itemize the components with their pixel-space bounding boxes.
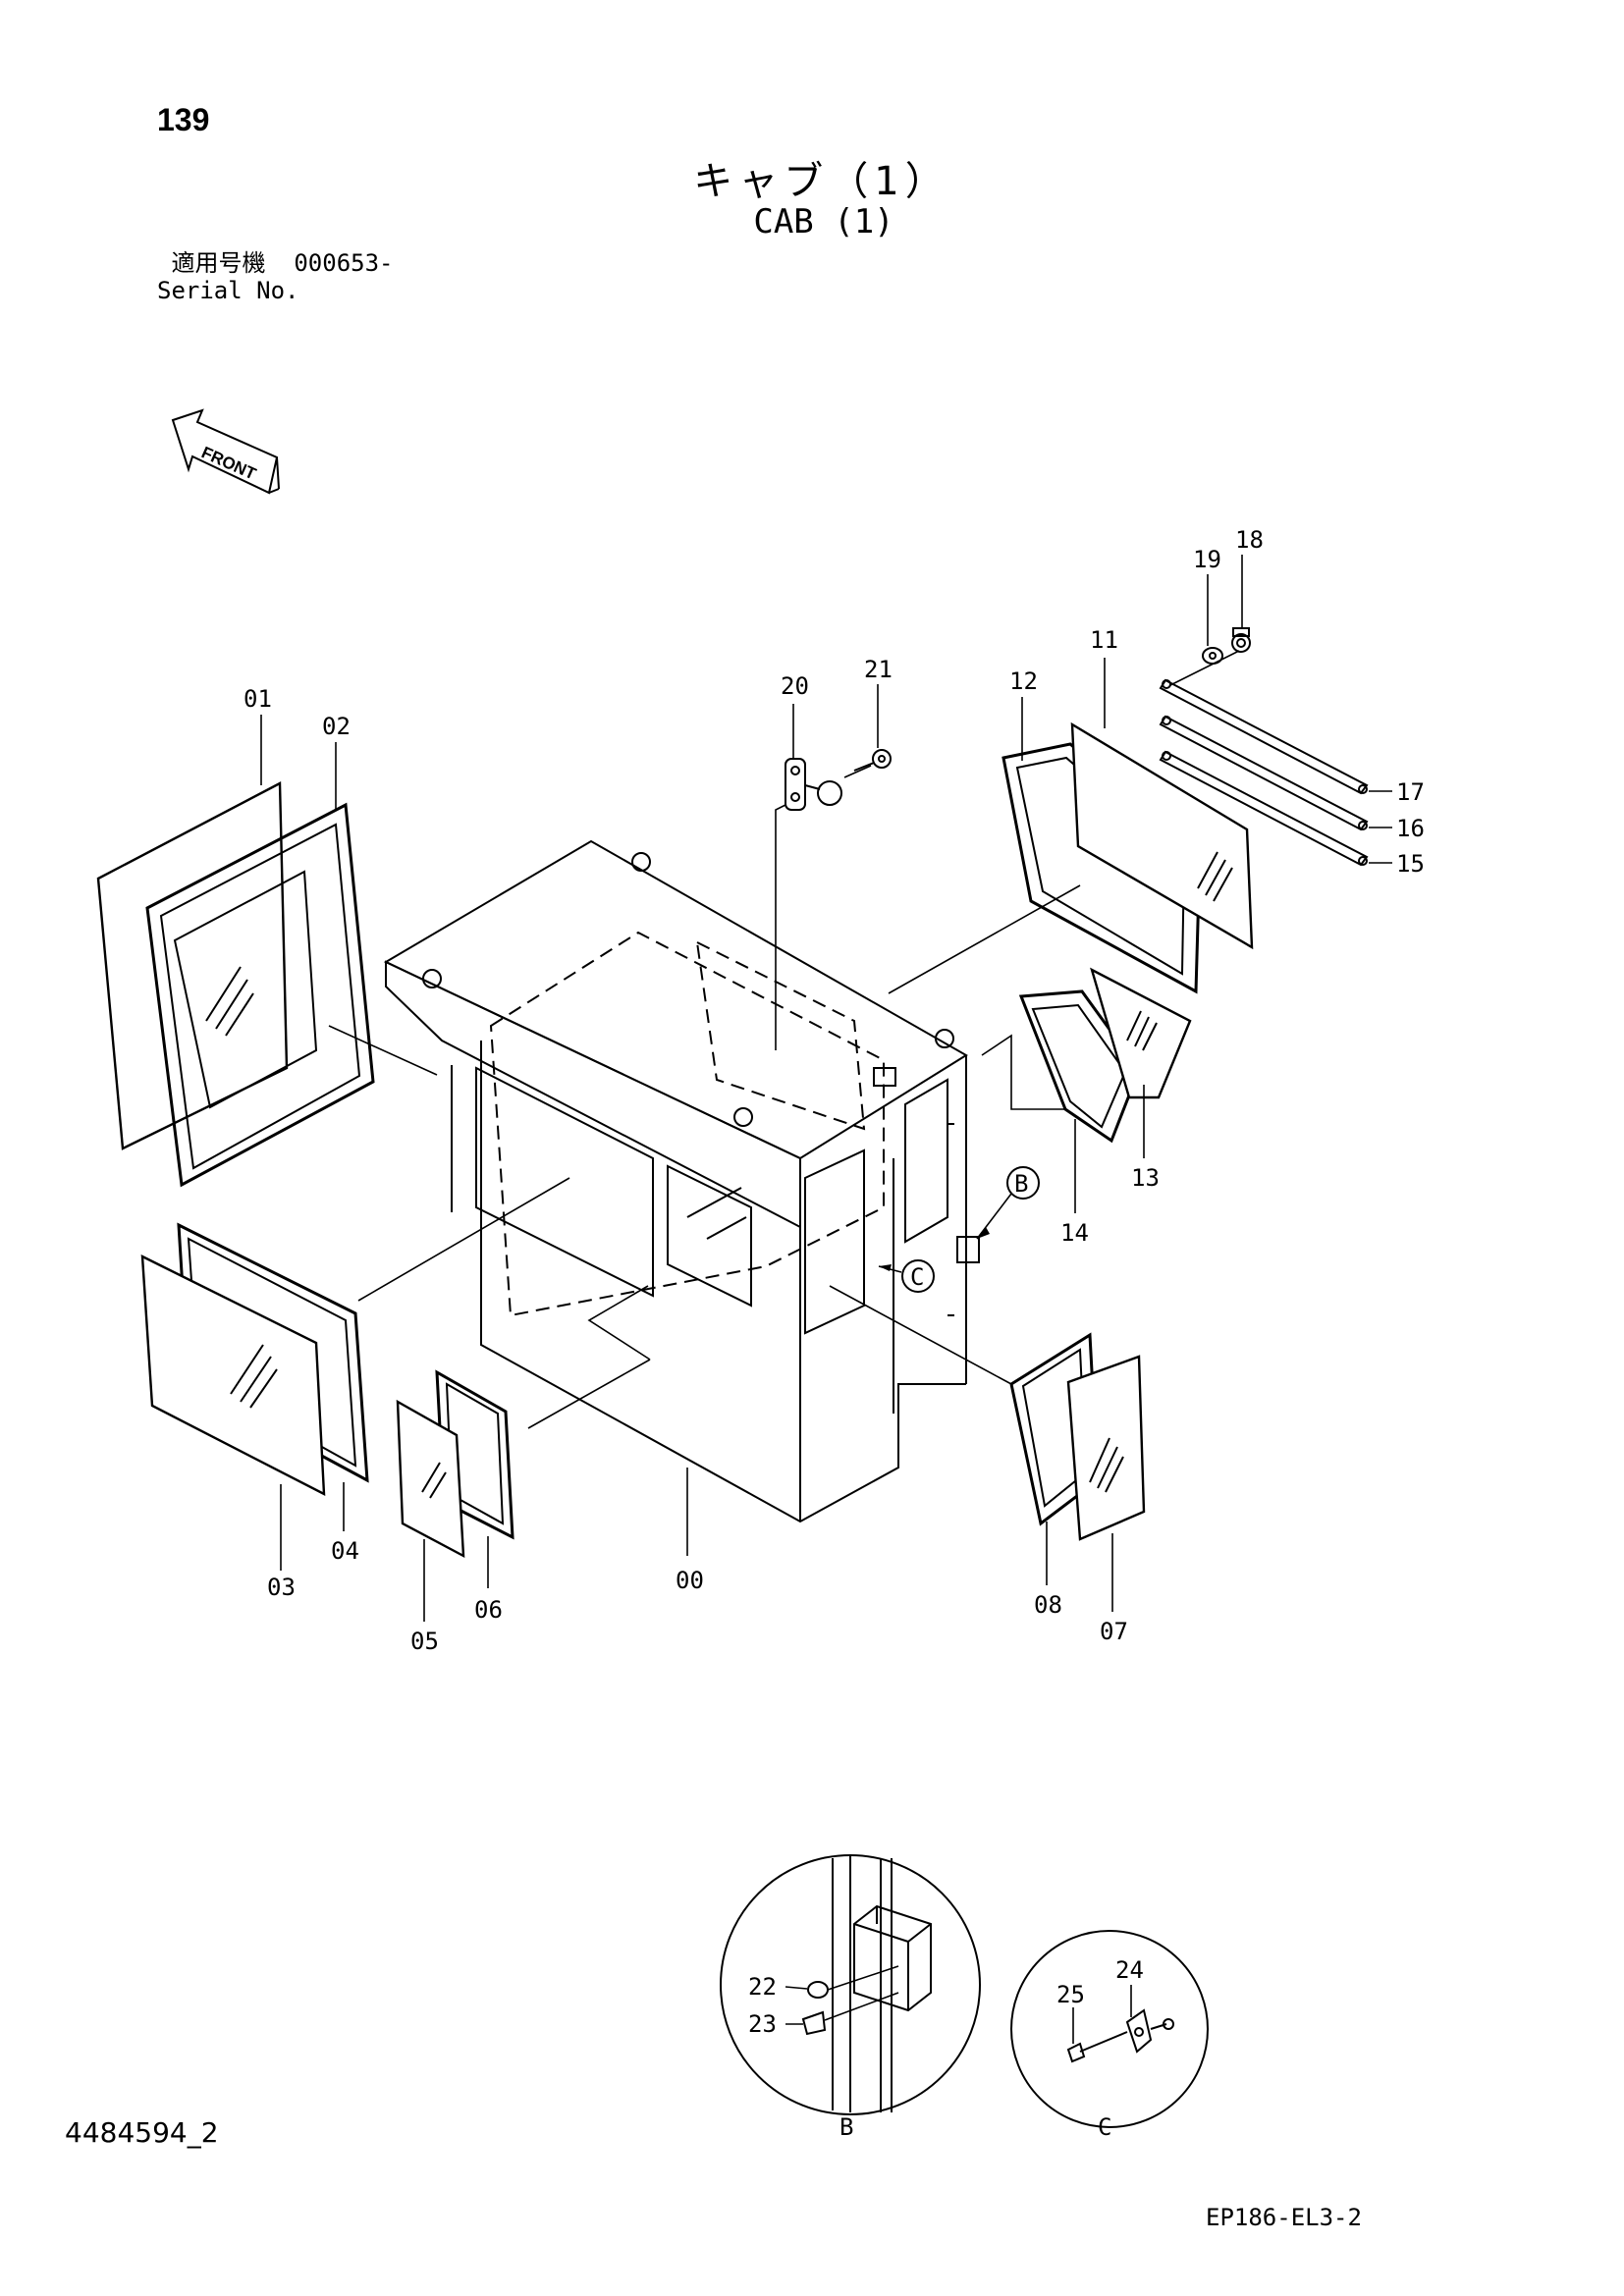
callout-05: 05: [410, 1628, 439, 1655]
callout-06: 06: [474, 1596, 503, 1624]
callout-08: 08: [1034, 1591, 1062, 1619]
callout-24: 24: [1115, 1956, 1144, 1984]
callout-13: 13: [1131, 1164, 1160, 1192]
callout-25: 25: [1056, 1981, 1085, 2008]
callout-00: 00: [676, 1567, 704, 1594]
door-glass-13: [1090, 967, 1192, 1099]
serial-label-jp: 適用号機: [171, 249, 266, 277]
marker-b: B: [976, 1166, 1040, 1240]
roof-glass-11: [1070, 721, 1254, 950]
detail-b: 22 23 B: [720, 1854, 981, 2141]
callout-21: 21: [864, 656, 893, 683]
callout-17: 17: [1396, 778, 1425, 806]
callout-leaders: [260, 555, 1392, 1622]
callout-16: 16: [1396, 815, 1425, 842]
front-seal-02: [145, 802, 375, 1188]
marker-c: C: [878, 1259, 935, 1293]
callout-01: 01: [244, 685, 272, 713]
document-code: 4484594_2: [65, 2116, 219, 2149]
callout-11: 11: [1090, 626, 1118, 654]
door-seal-14: [1018, 989, 1141, 1144]
side-glass-03: [140, 1254, 326, 1497]
bolt-21-icon: [853, 749, 892, 772]
cab-body: [383, 839, 980, 1523]
page-number: 139: [157, 102, 210, 137]
serial-label-en: Serial No.: [157, 277, 299, 304]
detail-c: 24 25 C: [1010, 1930, 1209, 2141]
figure-code: EP186-EL3-2: [1206, 2204, 1362, 2231]
bar-17: [1159, 678, 1369, 795]
small-glass-05: [396, 1399, 465, 1559]
callout-03: 03: [267, 1574, 296, 1601]
callout-15: 15: [1396, 850, 1425, 878]
callout-numbers: 00 01 02 03 04 05 06 07 08 11 12 13 14 1…: [244, 526, 1425, 1655]
callout-23: 23: [748, 2010, 777, 2038]
callout-18: 18: [1235, 526, 1264, 554]
callout-04: 04: [331, 1537, 359, 1565]
callout-07: 07: [1100, 1618, 1128, 1645]
svg-text:B: B: [1014, 1170, 1028, 1198]
bar-15: [1159, 750, 1369, 867]
serial-block: 適用号機 000653- Serial No.: [157, 249, 394, 304]
bracket-20-icon: [785, 758, 842, 811]
detail-b-label: B: [839, 2113, 853, 2141]
assembly-lines: [328, 650, 1240, 1429]
rear-glass-07: [1066, 1355, 1146, 1541]
title-english: CAB (1): [753, 202, 894, 241]
front-glass-01: [96, 781, 289, 1150]
roof-seal-12: [1001, 742, 1202, 994]
callout-14: 14: [1060, 1219, 1089, 1247]
front-label: FRONT: [198, 443, 259, 483]
callout-20: 20: [781, 672, 809, 700]
front-arrow-icon: FRONT: [171, 408, 280, 495]
svg-text:C: C: [910, 1263, 924, 1291]
title-japanese: キャブ（1）: [693, 159, 950, 204]
detail-c-label: C: [1098, 2113, 1111, 2141]
bolt-18-icon: [1231, 627, 1251, 653]
callout-02: 02: [322, 713, 351, 740]
serial-value: 000653-: [294, 249, 394, 277]
bar-16: [1159, 715, 1369, 831]
callout-12: 12: [1009, 667, 1038, 695]
callout-22: 22: [748, 1973, 777, 2001]
callout-19: 19: [1193, 546, 1221, 573]
